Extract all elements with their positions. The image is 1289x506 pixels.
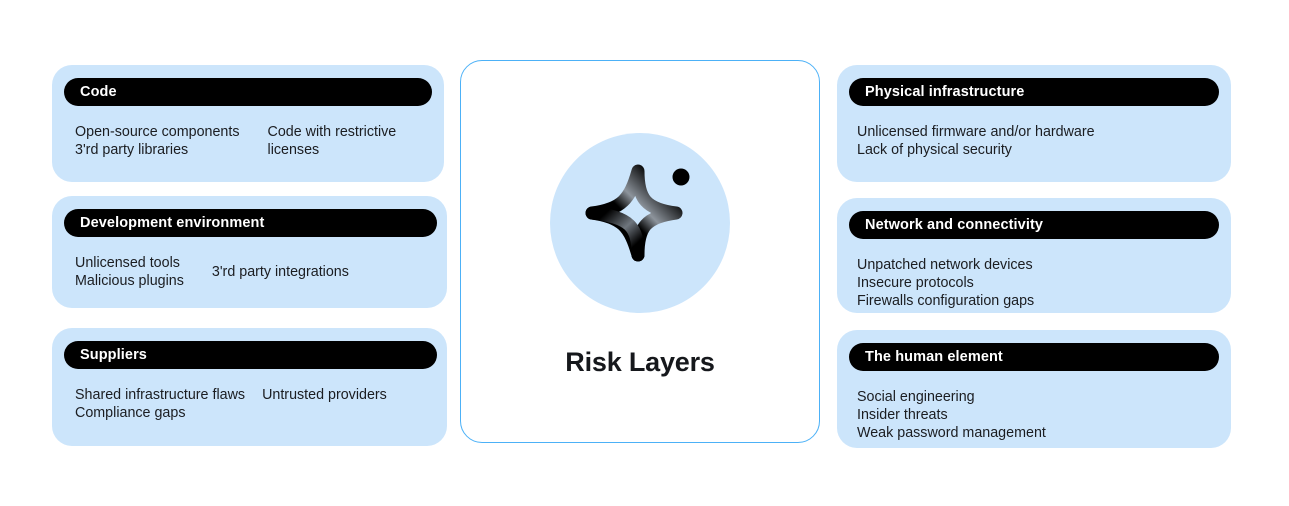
card-title-label: Suppliers [80, 347, 147, 363]
risk-item: Lack of physical security [857, 142, 1012, 158]
risk-item: Insecure protocols [857, 275, 974, 291]
sparkle-star-icon [576, 157, 704, 290]
risk-item: Open-source components [75, 124, 240, 140]
risk-item: Social engineering [857, 389, 975, 405]
card-body: Social engineering Insider threats Weak … [857, 388, 1217, 442]
risk-card-physical-infrastructure[interactable]: Physical infrastructure Unlicensed firmw… [837, 65, 1231, 182]
card-columns: Open-source components 3'rd party librar… [75, 123, 430, 159]
risk-item: Shared infrastructure flaws [75, 387, 246, 403]
card-title-pill: Network and connectivity [849, 211, 1219, 239]
center-title: Risk Layers [565, 347, 715, 377]
card-column-one: Unpatched network devices Insecure proto… [857, 256, 1217, 310]
card-column-one: Shared infrastructure flaws Compliance g… [75, 386, 245, 422]
card-column-one: Social engineering Insider threats Weak … [857, 388, 1217, 442]
card-title-label: Network and connectivity [865, 217, 1044, 233]
card-title-pill: Physical infrastructure [849, 78, 1219, 106]
risk-card-network-and-connectivity[interactable]: Network and connectivity Unpatched netwo… [837, 198, 1231, 313]
card-column-two: Code with restrictive licenses [268, 123, 397, 159]
risk-item: Unlicensed firmware and/or hardware [857, 124, 1095, 140]
icon-circle [550, 133, 730, 313]
card-column-two: Untrusted providers [262, 386, 387, 404]
card-column-one: Open-source components 3'rd party librar… [75, 123, 240, 159]
card-body: Open-source components 3'rd party librar… [75, 123, 430, 159]
card-title-label: Development environment [80, 215, 265, 231]
risk-item: licenses [267, 142, 320, 158]
card-title-label: The human element [865, 349, 1003, 365]
card-title-label: Physical infrastructure [865, 84, 1025, 100]
card-column-one: Unlicensed firmware and/or hardware Lack… [857, 123, 1217, 159]
risk-item: Weak password management [857, 425, 1046, 441]
card-body: Unpatched network devices Insecure proto… [857, 256, 1217, 310]
risk-item: 3'rd party integrations [211, 264, 349, 280]
card-columns: Shared infrastructure flaws Compliance g… [75, 386, 433, 422]
risk-card-development-environment[interactable]: Development environment Unlicensed tools… [52, 196, 447, 308]
risk-item: 3'rd party libraries [75, 142, 189, 158]
risk-card-suppliers[interactable]: Suppliers Shared infrastructure flaws Co… [52, 328, 447, 446]
card-body: Unlicensed tools Malicious plugins 3'rd … [75, 254, 433, 290]
center-panel: Risk Layers [460, 60, 820, 443]
risk-item: Code with restrictive [267, 124, 397, 140]
card-body: Unlicensed firmware and/or hardware Lack… [857, 123, 1217, 159]
card-title-label: Code [80, 84, 117, 100]
risk-item: Unpatched network devices [857, 257, 1033, 273]
card-title-pill: Code [64, 78, 432, 106]
card-title-pill: The human element [849, 343, 1219, 371]
risk-card-code[interactable]: Code Open-source components 3'rd party l… [52, 65, 444, 182]
risk-card-the-human-element[interactable]: The human element Social engineering Ins… [837, 330, 1231, 448]
risk-item: Compliance gaps [75, 405, 186, 421]
risk-item: Insider threats [857, 407, 948, 423]
risk-item: Untrusted providers [262, 387, 387, 403]
card-title-pill: Suppliers [64, 341, 437, 369]
risk-item: Unlicensed tools [75, 255, 180, 271]
risk-item: Malicious plugins [75, 273, 184, 289]
card-title-pill: Development environment [64, 209, 437, 237]
card-columns: Unlicensed tools Malicious plugins 3'rd … [75, 254, 433, 290]
card-column-one: Unlicensed tools Malicious plugins [75, 254, 184, 290]
risk-item: Firewalls configuration gaps [857, 293, 1035, 309]
card-body: Shared infrastructure flaws Compliance g… [75, 386, 433, 422]
card-column-two: 3'rd party integrations [212, 263, 349, 281]
